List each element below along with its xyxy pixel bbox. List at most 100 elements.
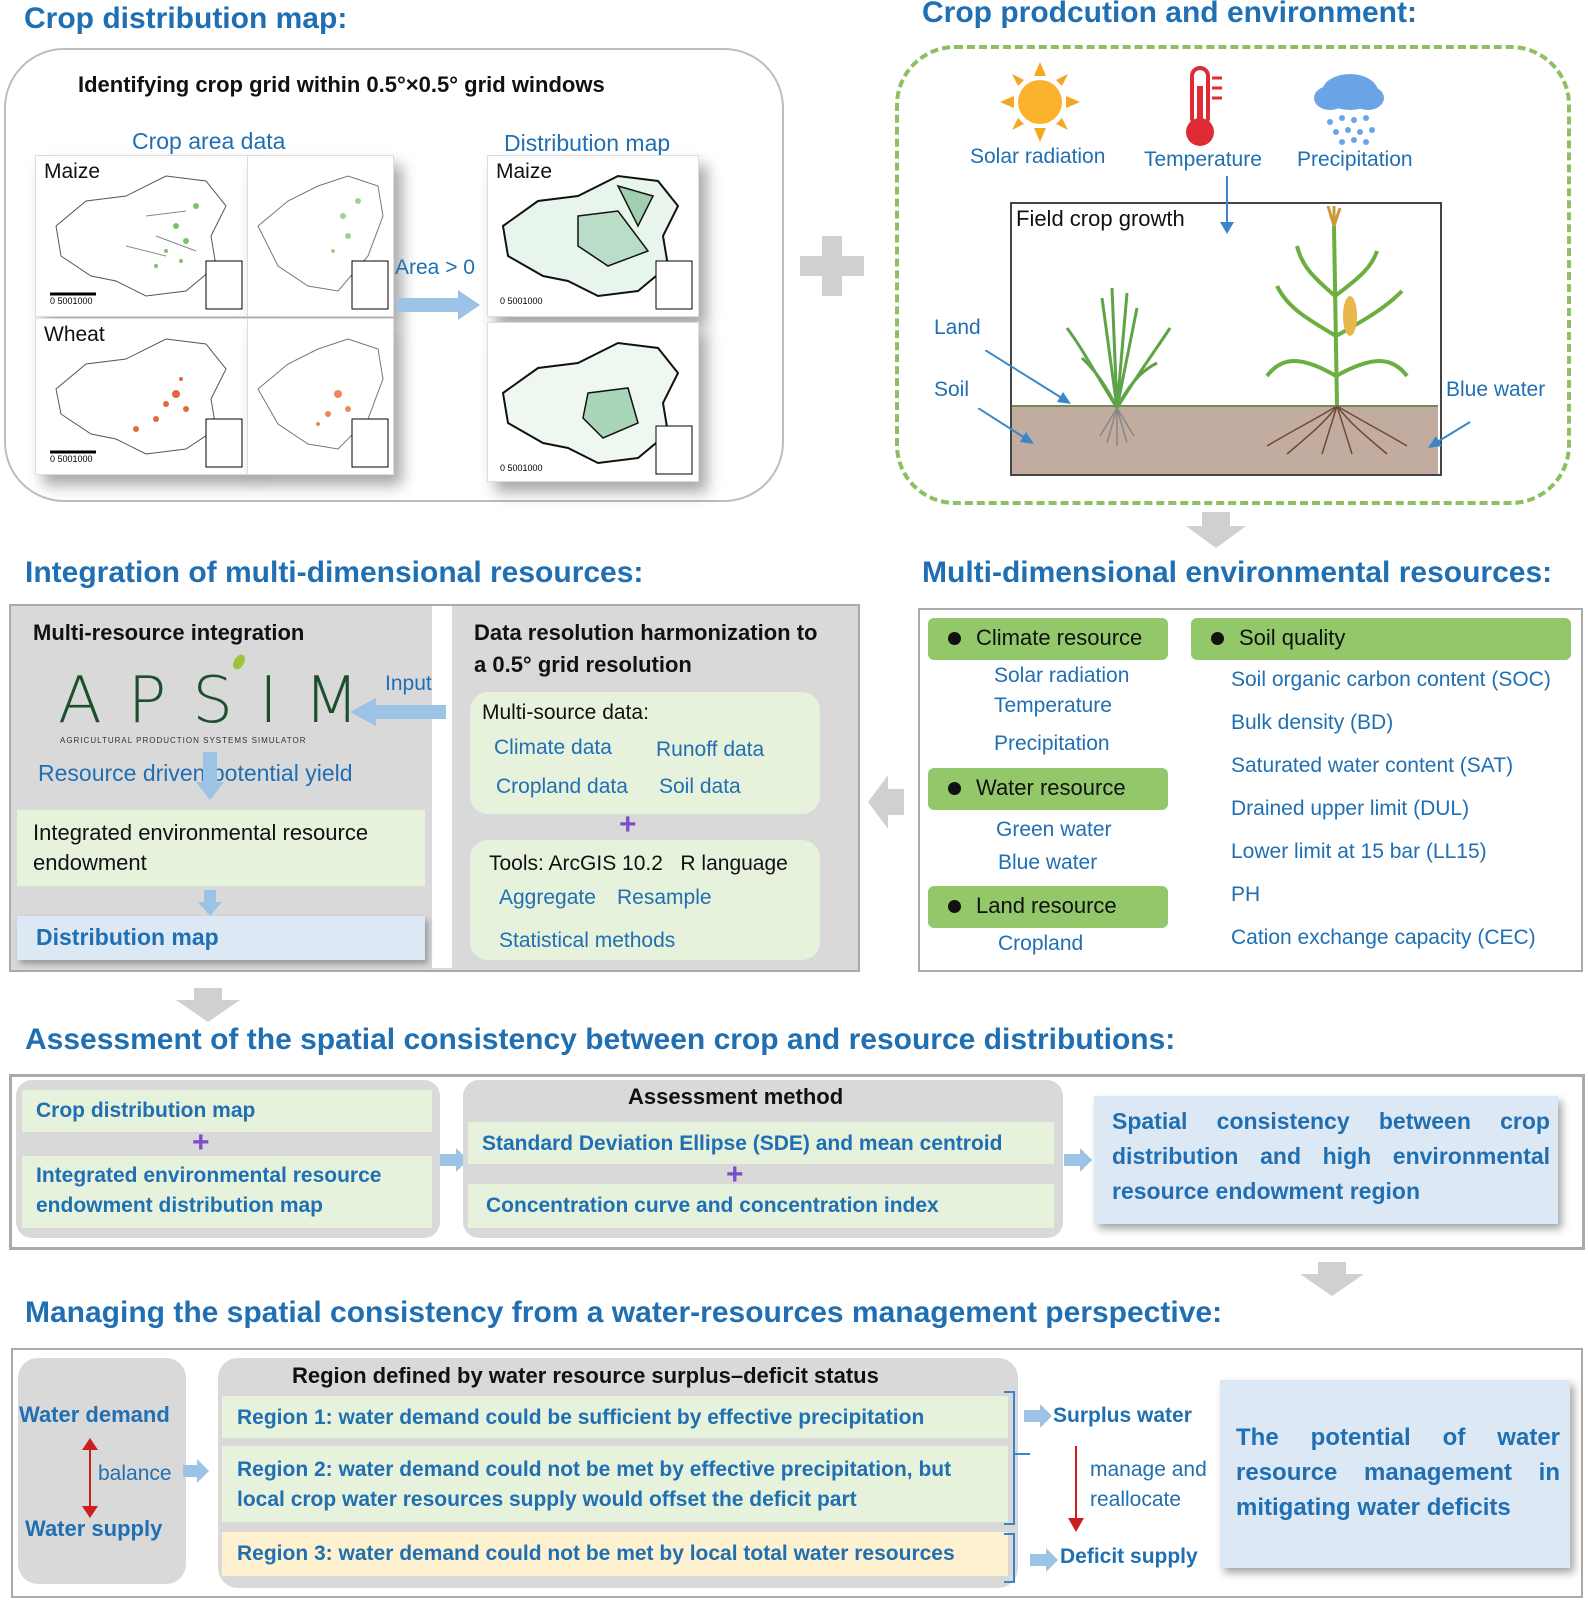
multi-source-label: Multi-source data: (482, 701, 649, 724)
harmonize-title-2: a 0.5° grid resolution (474, 652, 692, 677)
soil-item-6: PH (1231, 883, 1261, 906)
water-demand-label: Water demand (19, 1402, 170, 1427)
distribution-map-label: Distribution map (504, 130, 671, 156)
integration-section-title: Integration of multi-dimensional resourc… (25, 556, 644, 589)
env-section-title: Crop prodcution and environment: (922, 0, 1417, 29)
soil-item-7: Cation exchange capacity (CEC) (1231, 926, 1536, 949)
managing-section-title: Managing the spatial consistency from a … (25, 1296, 1223, 1329)
maize-area-map-1: Maize 0 5001000 (35, 155, 249, 317)
climate-item-3: Precipitation (994, 732, 1110, 755)
blue-water-label: Blue water (1446, 378, 1546, 401)
assessment-arrow-1 (440, 1148, 468, 1172)
soil-layer (1012, 405, 1438, 474)
climate-resource-label: Climate resource (976, 625, 1143, 650)
field-crop-growth-label: Field crop growth (1016, 206, 1185, 231)
balance-label: balance (98, 1462, 172, 1485)
assessment-plus-icon-1: + (192, 1126, 210, 1159)
soil-quality-label: Soil quality (1239, 625, 1346, 650)
thermometer-icon (1186, 66, 1222, 146)
assessment-concentration: Concentration curve and concentration in… (486, 1194, 939, 1217)
manage-label-1: manage and (1090, 1458, 1207, 1481)
endowment-down-arrow (198, 890, 222, 916)
climate-item-2: Temperature (994, 694, 1112, 717)
land-resource-bar: Land resource (928, 886, 1168, 928)
soil-item-2: Bulk density (BD) (1231, 711, 1394, 734)
assessment-arrow-2 (1064, 1148, 1092, 1172)
sun-icon (1000, 62, 1080, 142)
distribution-map-text: Distribution map (36, 924, 219, 950)
balance-double-arrow (82, 1438, 98, 1518)
multi-source-box (470, 692, 820, 814)
distribution-map-box (17, 916, 425, 960)
yield-down-arrow (196, 752, 224, 800)
assessment-endowment-2: endowment distribution map (36, 1194, 323, 1217)
area-arrow (398, 290, 480, 320)
region3-text: Region 3: water demand could not be met … (237, 1542, 955, 1565)
multi-env-section-title: Multi-dimensional environmental resource… (922, 556, 1553, 589)
region3-box (222, 1532, 1008, 1576)
svg-text:0 5001000: 0 5001000 (50, 454, 93, 464)
assessment-crop-map: Crop distribution map (36, 1099, 256, 1122)
potential-text-2: resource management in (1236, 1459, 1560, 1486)
wheat-label: Wheat (44, 323, 105, 346)
input-label: Input (385, 672, 432, 695)
endowment-box (17, 810, 425, 886)
concentration-box (468, 1184, 1054, 1228)
water-item-2: Blue water (998, 851, 1098, 874)
soil-item-4: Drained upper limit (DUL) (1231, 797, 1470, 820)
balance-arrow (183, 1459, 209, 1483)
apsim-logo-text: APSIM (58, 664, 386, 738)
maize-plant-icon (1265, 206, 1409, 455)
soil-data: Soil data (659, 775, 741, 798)
climate-resource-bar: Climate resource (928, 618, 1168, 660)
assessment-result-box (1094, 1096, 1558, 1224)
assessment-section-title: Assessment of the spatial consistency be… (25, 1023, 1176, 1056)
integration-divider (432, 606, 452, 968)
tools-label: Tools: ArcGIS 10.2 R language (489, 852, 788, 875)
svg-text:0 5001000: 0 5001000 (500, 296, 543, 306)
blue-water-arrow (1428, 421, 1471, 448)
climate-data: Climate data (494, 736, 612, 759)
water-resource-bar: Water resource (928, 768, 1168, 810)
water-supply-label: Water supply (25, 1516, 163, 1541)
resample: Resample (617, 886, 712, 909)
cropland-data: Cropland data (496, 775, 628, 798)
region2-text-1: Region 2: water demand could not be met … (237, 1458, 952, 1481)
apsim-logo-subtitle: AGRICULTURAL PRODUCTION SYSTEMS SIMULATO… (60, 736, 307, 745)
maize-distribution-label: Maize (496, 160, 553, 183)
endowment-map-box (22, 1156, 432, 1228)
maize-label: Maize (44, 160, 101, 183)
water-resource-label: Water resource (976, 775, 1126, 800)
temperature-down-arrow (1220, 176, 1234, 234)
svg-text:0 5001000: 0 5001000 (50, 296, 93, 306)
area-condition-label: Area > 0 (395, 256, 475, 279)
apsim-logo: APSIM AGRICULTURAL PRODUCTION SYSTEMS SI… (58, 652, 359, 748)
region1-text: Region 1: water demand could be sufficie… (237, 1406, 925, 1429)
soil-item-1: Soil organic carbon content (SOC) (1231, 668, 1551, 691)
deficit-supply-label: Deficit supply (1060, 1545, 1198, 1568)
input-arrow (350, 698, 446, 726)
maize-area-map-2 (247, 155, 394, 317)
bullet-icon (1211, 632, 1224, 645)
potential-text-1: The potential of water (1236, 1424, 1560, 1451)
precipitation-label: Precipitation (1297, 148, 1413, 171)
down-arrow-assessment (1300, 1262, 1364, 1296)
env-panel (895, 45, 1571, 505)
down-arrow-integration (176, 988, 240, 1022)
soil-item-3: Saturated water content (SAT) (1231, 754, 1514, 777)
temperature-label: Temperature (1144, 148, 1262, 171)
crop-area-data-label: Crop area data (132, 128, 286, 154)
potential-box (1220, 1380, 1570, 1568)
soil-arrow (978, 408, 1034, 444)
multi-resource-title: Multi-resource integration (33, 620, 305, 645)
crop-map-section-title: Crop distribution map: (24, 2, 348, 35)
combine-plus-icon (800, 236, 864, 296)
statistical-methods: Statistical methods (499, 929, 676, 952)
assessment-result-3: resource endowment region (1112, 1178, 1421, 1204)
resource-driven-yield: Resource driven potential yield (38, 760, 353, 786)
surplus-arrow (1024, 1404, 1052, 1428)
region2-text-2: local crop water resources supply would … (237, 1488, 857, 1511)
crop-map-subtitle: Identifying crop grid within 0.5°×0.5° g… (78, 72, 605, 97)
water-item-1: Green water (996, 818, 1112, 841)
wheat-plant-icon (1065, 287, 1172, 446)
